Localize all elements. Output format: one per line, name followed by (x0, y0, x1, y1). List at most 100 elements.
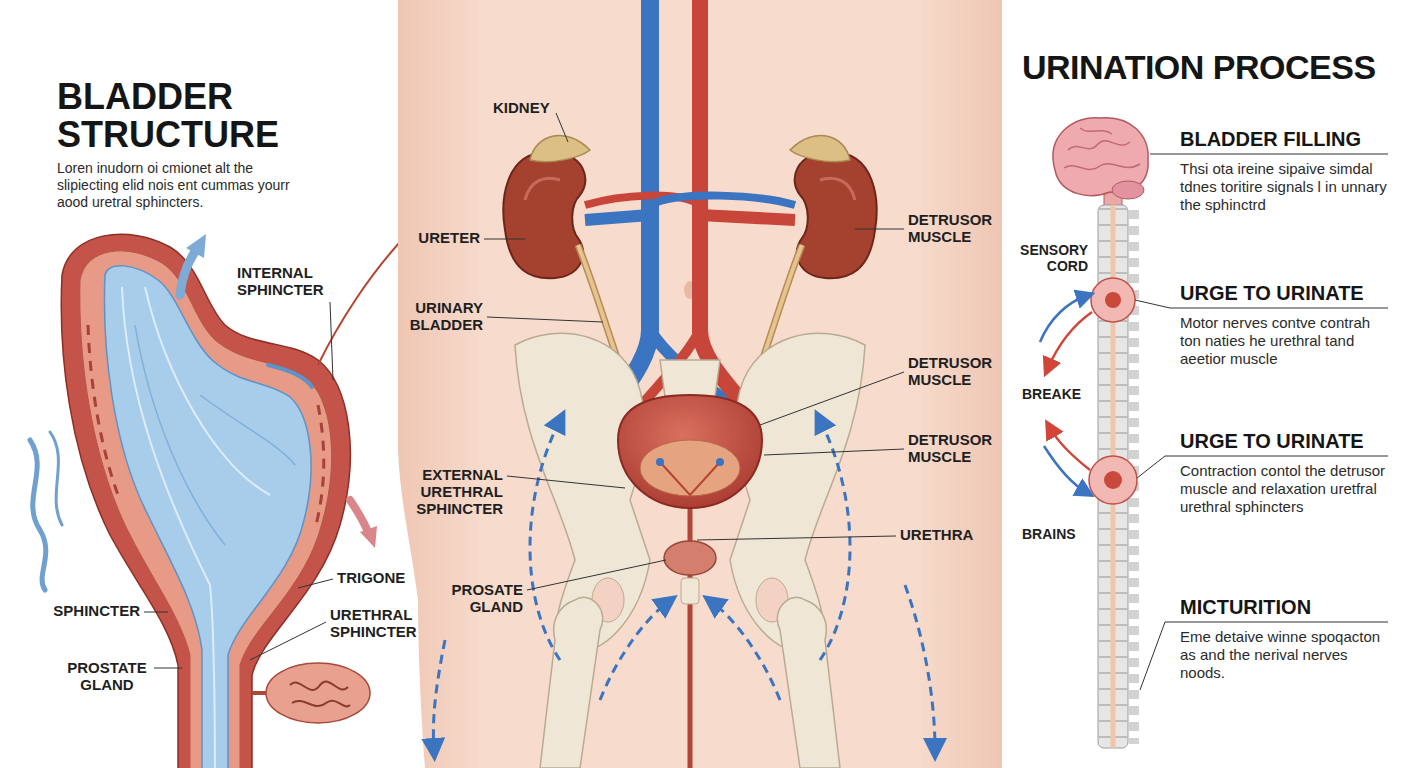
nerve-label-box: BRAINS (1022, 527, 1098, 543)
ganglion-core (1105, 292, 1121, 308)
part-label: DETRUSOR MUSCLE (908, 355, 1000, 389)
prostate-gland (664, 541, 716, 575)
leader-line (527, 560, 666, 590)
part-label-box: PROSTATE GLAND (64, 660, 150, 694)
nerve-label: BRAINS (1022, 527, 1098, 543)
pubic-symphysis (681, 578, 699, 604)
flow-arrow-head (360, 526, 377, 548)
part-label: DETRUSOR MUSCLE (908, 432, 1000, 466)
part-label: URETER (400, 230, 480, 247)
flow-arrow (433, 640, 445, 750)
part-label: INTERNAL SPHINCTER (237, 265, 337, 299)
sensory-nerve (1044, 446, 1086, 492)
part-label: URETHRAL SPHINCTER (330, 607, 420, 641)
step-heading: MICTURITION (1180, 596, 1395, 618)
wall-texture (316, 405, 324, 525)
prostate-texture (290, 682, 348, 690)
ganglion-core (1104, 471, 1122, 489)
part-label-box: SPHINCTER (50, 603, 140, 620)
step-text: Motor nerves contve contrah ton naties h… (1180, 314, 1390, 368)
part-label-box: EXTERNAL URETHRAL SPHINCTER (407, 467, 503, 517)
part-label-box: URETER (400, 230, 480, 247)
part-label: SPHINCTER (50, 603, 140, 620)
step-heading-box: MICTURITION (1180, 596, 1395, 618)
leader-line (1150, 154, 1388, 155)
torso (398, 0, 1002, 768)
renal-vein (650, 196, 795, 205)
flow-arrow (180, 250, 196, 295)
ureter-opening (716, 458, 724, 466)
leader-line (556, 113, 568, 142)
part-label: TRIGONE (337, 570, 427, 587)
nerve-label: BREAKE (1022, 387, 1098, 403)
leader-line (764, 449, 904, 455)
urinary-bladder (618, 395, 762, 508)
part-label: PROSATE GLAND (443, 582, 523, 616)
leader-line (507, 476, 625, 488)
adrenal-gland (530, 136, 590, 162)
part-label-box: KIDNEY (493, 100, 573, 117)
step-heading-box: URGE TO URINATE (1180, 282, 1395, 304)
leader-line (298, 579, 333, 588)
step-text: Eme detaive winne spoqacton as and the n… (1180, 628, 1390, 682)
step-text-box: Thsi ota ireine sipaive simdal tdnes tor… (1180, 160, 1390, 214)
part-label-box: URETHRAL SPHINCTER (330, 607, 420, 641)
kidney (503, 152, 585, 278)
leader-line (487, 317, 603, 322)
part-label-box: URINARY BLADDER (391, 300, 483, 334)
part-label: KIDNEY (493, 100, 573, 117)
part-label: PROSTATE GLAND (64, 660, 150, 694)
flow-arrow (820, 420, 850, 660)
motor-nerve (1048, 312, 1092, 368)
renal-artery (700, 215, 795, 220)
ganglion (1091, 278, 1135, 322)
brain-fold (1064, 164, 1140, 170)
leader-line (250, 622, 326, 660)
panel-title: URINATION PROCESS (1022, 50, 1402, 86)
femur (540, 597, 603, 768)
step-heading-box: URGE TO URINATE (1180, 430, 1395, 452)
part-label: DETRUSOR MUSCLE (908, 212, 1000, 246)
leader-line (330, 302, 333, 380)
part-label-box: TRIGONE (337, 570, 427, 587)
wall-texture (88, 325, 118, 495)
vessel-line (50, 432, 62, 525)
bladder-interior (640, 440, 740, 496)
flow-line (135, 325, 225, 545)
step-heading: BLADDER FILLING (1180, 128, 1395, 150)
leader-line (154, 668, 182, 669)
panel-title-box: BLADDER STRUCTURE (57, 78, 357, 154)
part-label: URETHRA (900, 527, 995, 544)
flow-arrow (600, 602, 668, 700)
kidney (795, 152, 877, 278)
part-label: EXTERNAL URETHRAL SPHINCTER (407, 467, 503, 517)
intro-text: Loren inudorn oi cmionet alt the slipiec… (57, 160, 307, 211)
prostate-texture (292, 701, 350, 707)
step-heading-box: BLADDER FILLING (1180, 128, 1395, 150)
step-heading: URGE TO URINATE (1180, 430, 1395, 452)
nerve-label-box: BREAKE (1022, 387, 1098, 403)
leader-line (144, 612, 168, 613)
leader-line (697, 536, 896, 540)
renal-vein (585, 215, 650, 220)
step-text: Contraction contol the detrusor muscle a… (1180, 462, 1390, 516)
bladder-section (61, 234, 370, 768)
femur (777, 597, 840, 768)
nerve-label: SENSORY CORD (1012, 243, 1088, 274)
kidney-texture (525, 178, 560, 200)
nerve-label-box: SENSORY CORD (1012, 243, 1088, 274)
step-heading: URGE TO URINATE (1180, 282, 1395, 304)
cerebellum (1112, 181, 1144, 199)
part-label-box: URETHRA (900, 527, 995, 544)
kidney-texture (820, 178, 855, 200)
step-text-box: Eme detaive winne spoqacton as and the n… (1180, 628, 1390, 682)
leader-line (484, 239, 525, 240)
flow-arrow (530, 420, 560, 660)
sensory-nerve (1040, 296, 1086, 342)
brain-fold (1080, 128, 1112, 134)
intro-text-box: Loren inudorn oi cmionet alt the slipiec… (57, 160, 307, 211)
panel-title-box: URINATION PROCESS (1022, 50, 1402, 86)
step-text: Thsi ota ireine sipaive simdal tdnes tor… (1180, 160, 1390, 214)
part-label-box: DETRUSOR MUSCLE (908, 432, 1000, 466)
